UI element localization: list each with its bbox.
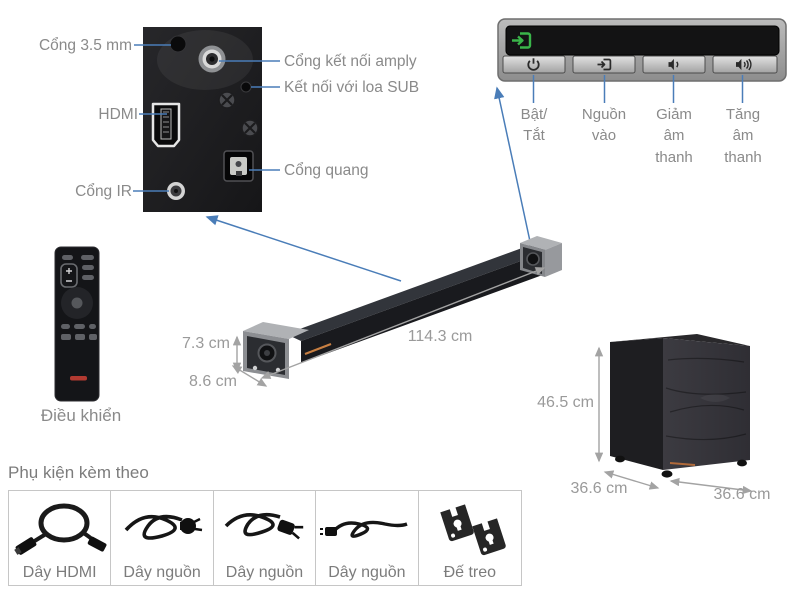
rear-ports-photo	[143, 27, 262, 212]
soundbar-left-cap	[243, 322, 309, 379]
volume-down-icon	[668, 58, 679, 71]
label-power-button: Bật/ Tắt	[520, 106, 548, 145]
rca-amplifier-port	[198, 45, 226, 73]
foot	[661, 470, 673, 478]
soundbar-right-cap	[520, 236, 562, 277]
accessory-power-cable: Dây nguồn	[111, 491, 214, 585]
volume-up-button	[712, 55, 778, 74]
accessory-label: Dây nguồn	[328, 564, 406, 581]
accessory-label: Dây nguồn	[123, 564, 201, 581]
hdmi-cable-icon	[12, 491, 108, 565]
label-input-button: Nguồn vào	[581, 106, 627, 145]
accessory-power-cable: Dây nguồn	[316, 491, 419, 585]
accessory-power-cable: Dây nguồn	[214, 491, 317, 585]
callout-arrow-to-ports	[205, 215, 402, 282]
label-volume-down-button: Giảm âm thanh	[655, 106, 693, 166]
label-3-5mm-port: Cổng 3.5 mm	[38, 37, 132, 54]
soundbar-height-value: 7.3 cm	[181, 335, 230, 352]
callout-arrow-to-panel	[494, 86, 532, 247]
accessory-hdmi-cable: Dây HDMI	[9, 491, 112, 585]
soundbar-photo	[231, 236, 562, 387]
label-volume-up-button: Tăng âm thanh	[724, 106, 762, 166]
label-optical-port: Cổng quang	[284, 162, 369, 179]
depth-arrow	[603, 470, 660, 490]
label-amplifier-port: Cổng kết nối amply	[284, 53, 417, 70]
power-icon	[527, 58, 540, 71]
soundbar-depth-value: 8.6 cm	[188, 373, 237, 390]
accessory-label: Đế treo	[443, 564, 497, 581]
label-ir-port: Cổng IR	[75, 183, 132, 200]
input-source-icon	[597, 58, 612, 71]
subwoofer-height-value: 46.5 cm	[537, 394, 594, 411]
width-arrow	[669, 477, 753, 495]
accessory-label: Dây HDMI	[22, 564, 97, 581]
accessory-wall-bracket: Đế treo	[419, 491, 521, 585]
klipsch-logo	[669, 462, 696, 466]
sub-out-port	[240, 81, 252, 93]
power-button	[502, 55, 566, 74]
input-button	[572, 55, 636, 74]
screw	[241, 119, 259, 137]
power-cable-icon	[319, 491, 415, 565]
accessory-label: Dây nguồn	[225, 564, 304, 581]
input-source-icon	[512, 32, 532, 49]
ir-port	[167, 182, 185, 200]
accessories-heading: Phụ kiện kèm theo	[8, 463, 149, 482]
wall-bracket-icon	[422, 491, 518, 565]
foot	[615, 455, 625, 463]
subwoofer-width-value: 36.6 cm	[713, 486, 771, 503]
volume-up-icon	[736, 58, 752, 71]
soundbar-dimension-arrows	[231, 267, 546, 387]
screw	[218, 91, 236, 109]
power-cable-icon	[216, 491, 312, 565]
subwoofer-depth-value: 36.6 cm	[570, 480, 628, 497]
jack-3-5mm-port	[169, 35, 187, 53]
accessories-grid: Dây HDMI Dây nguồn	[8, 490, 522, 586]
foot	[737, 459, 747, 467]
optical-port	[223, 150, 254, 182]
subwoofer-dimension-arrows	[594, 346, 753, 495]
remote-photo	[54, 246, 100, 402]
width-arrow	[260, 267, 546, 379]
wood-grain	[665, 357, 747, 441]
soundbar-width-value: 114.3 cm	[407, 328, 473, 345]
control-panel-photo	[497, 18, 787, 82]
power-cable-icon	[114, 491, 210, 565]
hdmi-port	[151, 102, 181, 148]
volume-down-button	[642, 55, 706, 74]
subwoofer-photo	[594, 334, 753, 495]
depth-arrow	[231, 365, 268, 387]
label-sub-connection: Kết nối với loa SUB	[284, 79, 420, 96]
remote-caption: Điều khiển	[40, 406, 122, 425]
label-hdmi-port: HDMI	[98, 106, 138, 123]
klipsch-logo	[70, 376, 87, 381]
